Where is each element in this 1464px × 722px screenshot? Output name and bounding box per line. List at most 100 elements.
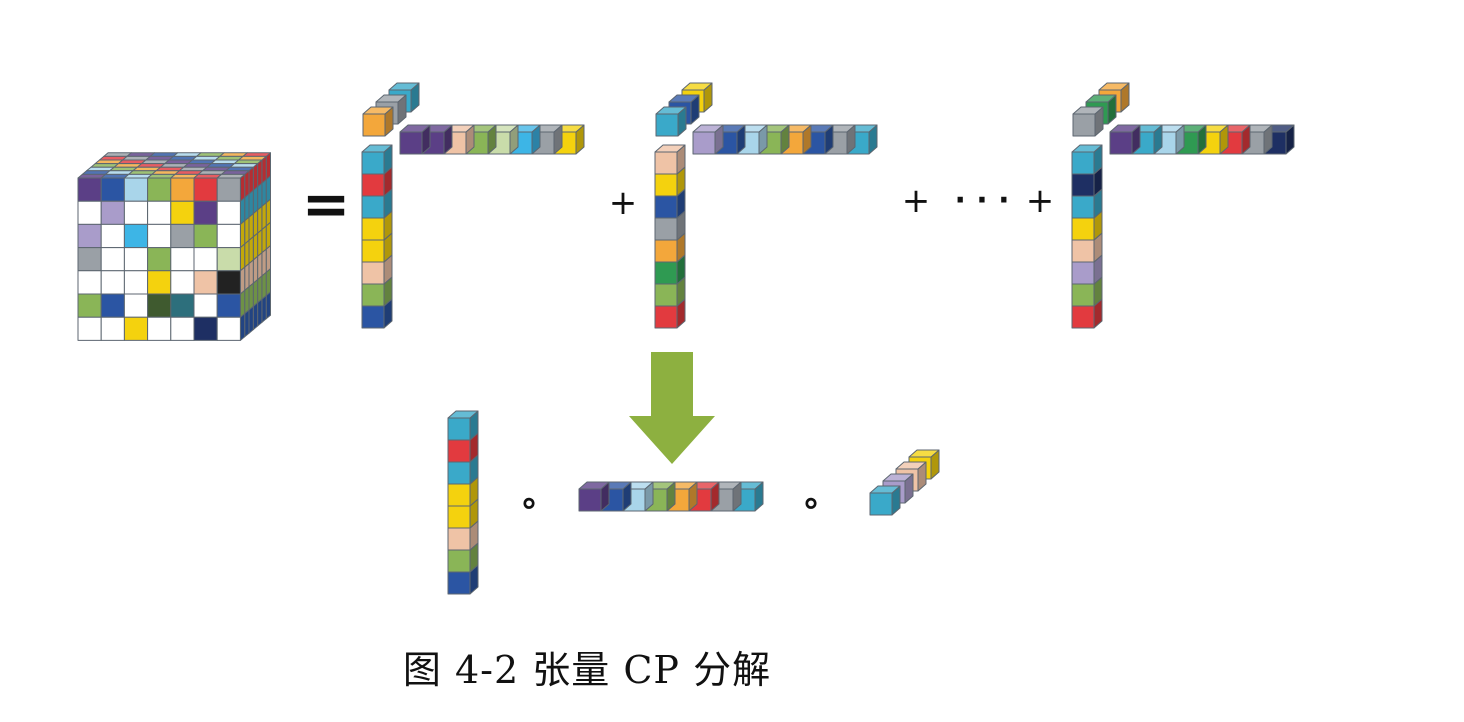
cell	[654, 173, 678, 197]
tensor-front-cell	[123, 200, 149, 225]
tensor-front-cell	[100, 316, 125, 341]
cell	[654, 239, 678, 263]
cell	[1071, 239, 1095, 263]
cell	[361, 217, 385, 241]
cell	[447, 483, 471, 507]
tensor-front-cell	[193, 247, 218, 272]
tensor-front-cell	[100, 293, 125, 318]
cell	[654, 151, 678, 175]
tensor-side-cell	[244, 170, 250, 199]
tensor-front-cell	[193, 200, 218, 225]
tensor-front-cell	[100, 270, 125, 295]
tensor-front-cell	[77, 247, 102, 272]
tensor-top-cell	[225, 166, 254, 172]
tensor-front-cell	[100, 247, 125, 272]
ellipsis: · · ·	[954, 183, 1009, 218]
tensor-front-cell	[216, 177, 241, 202]
tensor-side-cell	[252, 279, 259, 307]
cell	[869, 492, 893, 516]
figure-caption-row: 图 4-2 张量 CP 分解	[0, 636, 1464, 696]
tensor-side-cell	[261, 202, 267, 231]
down-arrow-icon	[629, 352, 715, 464]
tensor-front-cell	[193, 177, 218, 202]
cell	[654, 305, 678, 329]
tensor-side-cell	[248, 213, 254, 241]
tensor-front-cell	[147, 316, 172, 341]
tensor-front-cell	[100, 200, 125, 225]
cell	[1071, 283, 1095, 307]
tensor-side-cell	[252, 209, 259, 238]
cell	[447, 527, 471, 551]
tensor-top-cell	[216, 173, 246, 179]
tensor-front-cell	[193, 223, 218, 249]
cell	[578, 488, 602, 512]
tensor-front-cell	[170, 200, 195, 225]
tensor-side-cell	[257, 229, 263, 257]
tensor-side-cell	[244, 286, 250, 315]
tensor-top-cell	[238, 155, 267, 161]
tensor-front-cell	[77, 223, 102, 249]
tensor-side-cell	[239, 289, 246, 318]
cell	[655, 113, 679, 137]
cell	[362, 113, 386, 137]
tensor-front-cell	[216, 223, 241, 249]
cell	[361, 261, 385, 285]
tensor-side-cell	[252, 163, 259, 191]
plus-sign: +	[902, 181, 931, 221]
tensor-front-cell	[77, 200, 102, 225]
tensor-front-cell	[170, 270, 195, 295]
cell	[399, 131, 423, 155]
tensor-front-cell	[100, 223, 125, 249]
tensor-side-cell	[257, 159, 263, 188]
tensor-side-cell	[265, 268, 271, 297]
tensor-side-cell	[261, 271, 267, 300]
tensor-front-cell	[216, 247, 241, 272]
tensor-side-cell	[257, 252, 263, 281]
tensor-side-cell	[244, 263, 250, 291]
tensor-front-cell	[147, 177, 172, 202]
rank-1-term-2	[654, 82, 878, 329]
tensor-side-cell	[261, 295, 267, 323]
tensor-front-cell	[77, 316, 102, 341]
cell	[1072, 113, 1096, 137]
tensor-front-cell	[100, 177, 125, 202]
tensor-front-cell	[147, 200, 172, 225]
tensor-side-cell	[265, 291, 271, 320]
cell	[447, 505, 471, 529]
tensor-front-cell	[147, 293, 172, 318]
tensor-side-cell	[257, 275, 263, 304]
tensor-front-cell	[170, 316, 195, 341]
tensor-side-cell	[252, 232, 259, 261]
cell	[1071, 151, 1095, 175]
tensor-side-cell	[248, 305, 254, 334]
outer-product-expansion	[447, 410, 940, 595]
cell	[1071, 261, 1095, 285]
tensor-front-cell	[147, 247, 172, 272]
cell	[447, 439, 471, 463]
cell	[361, 305, 385, 329]
cell	[1071, 195, 1095, 219]
tensor-side-cell	[239, 313, 246, 341]
tensor-front-cell	[170, 177, 195, 202]
cell	[654, 217, 678, 241]
tensor-front-cell	[216, 270, 241, 295]
tensor-side-cell	[257, 298, 263, 327]
tensor-side-cell	[248, 236, 254, 265]
figure-caption: 图 4-2 张量 CP 分解	[402, 647, 772, 692]
cell	[1109, 131, 1133, 155]
tensor-side-cell	[265, 175, 271, 204]
cell	[361, 239, 385, 263]
tensor-side-cell	[248, 282, 254, 311]
cell	[361, 195, 385, 219]
cell	[1071, 217, 1095, 241]
tensor-side-cell	[252, 186, 259, 215]
tensor-front-cell	[77, 177, 102, 202]
tensor-top-cell	[221, 170, 250, 175]
tensor-side-cell	[252, 302, 259, 331]
tensor-front-cell	[216, 293, 241, 318]
tensor-side-cell	[265, 198, 271, 227]
tensor-side-cell	[265, 221, 271, 250]
cell	[447, 571, 471, 595]
tensor-side-cell	[257, 182, 263, 211]
rank-1-term-1	[361, 82, 585, 329]
